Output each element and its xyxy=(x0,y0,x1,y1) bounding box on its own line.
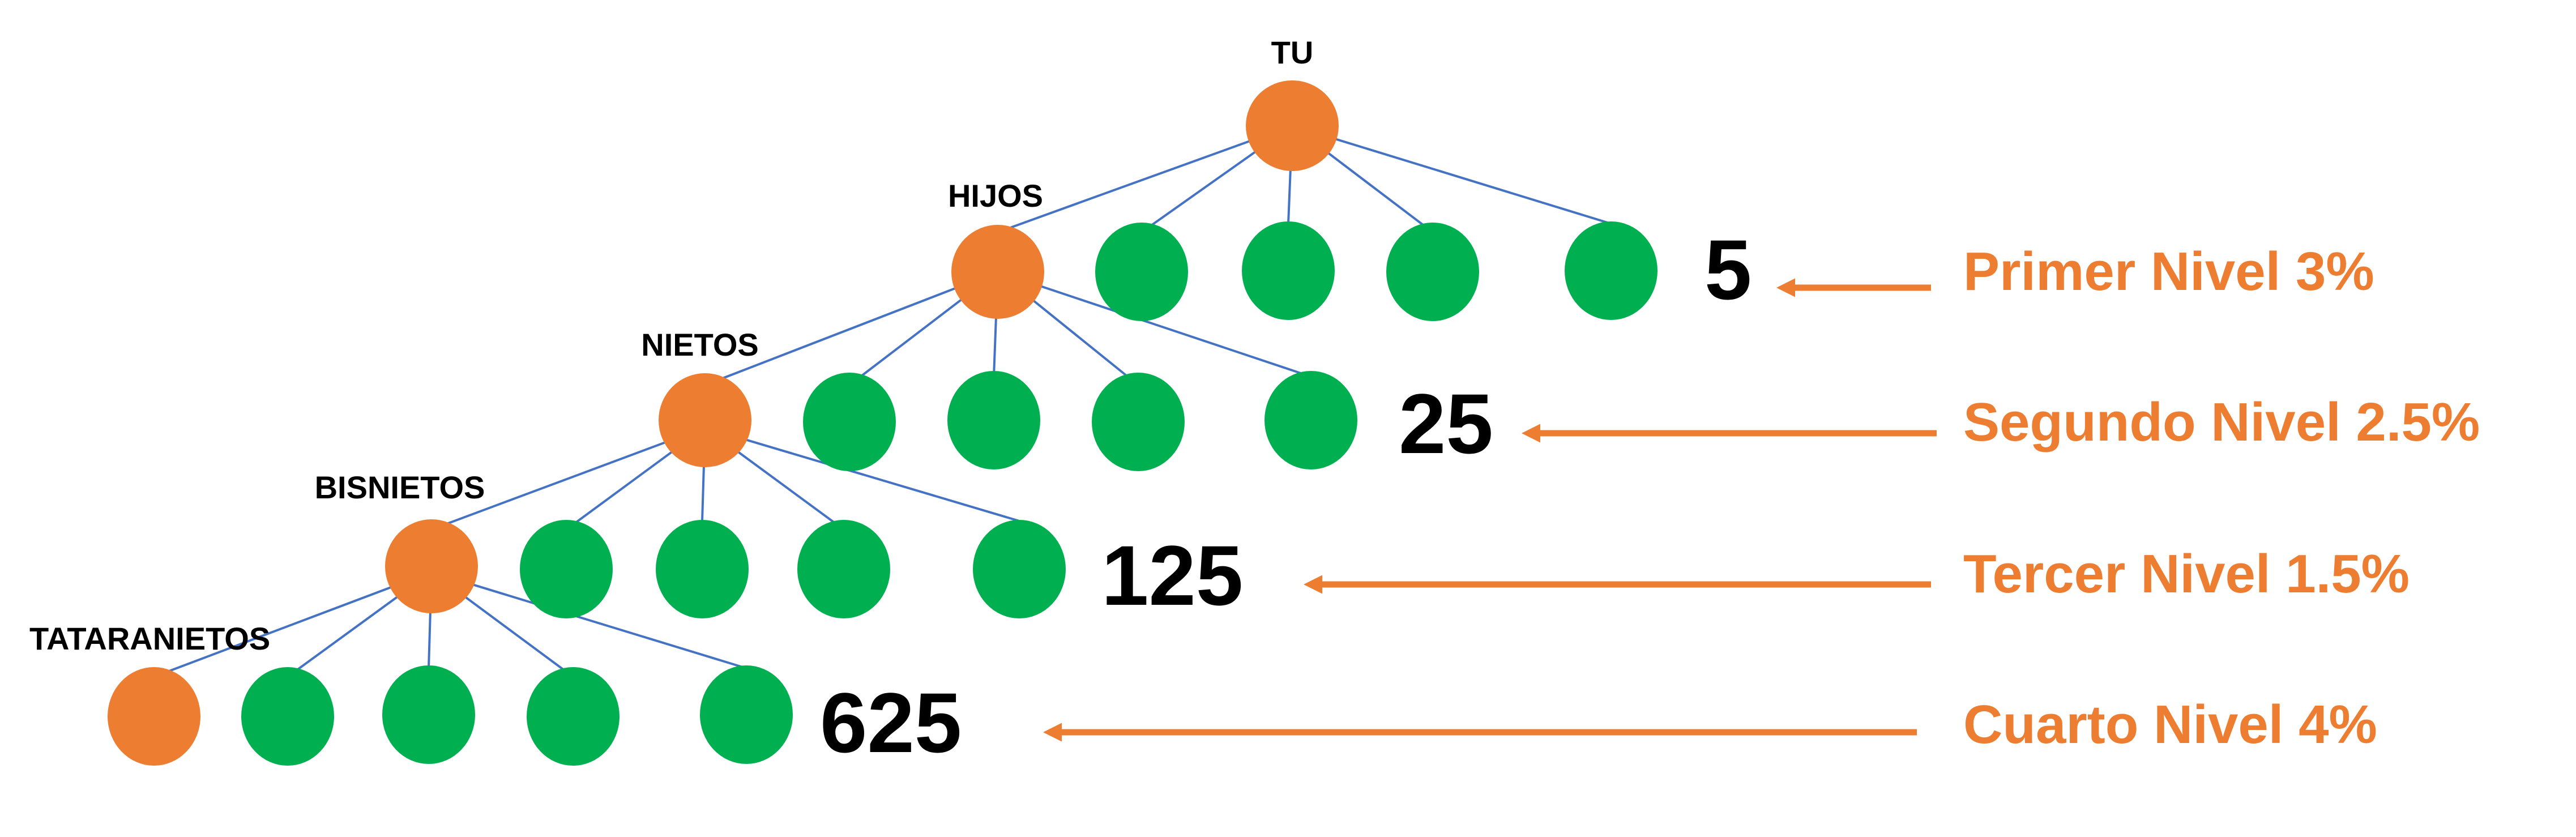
level1-node xyxy=(1095,223,1188,321)
level3-node xyxy=(973,520,1066,618)
root-node xyxy=(1246,80,1339,171)
count-level1: 5 xyxy=(1704,222,1751,317)
level4-first-node xyxy=(108,667,200,766)
level1-node xyxy=(1386,223,1479,321)
label-children: HIJOS xyxy=(948,178,1043,213)
level2-node xyxy=(1264,371,1357,469)
count-level3: 125 xyxy=(1101,528,1243,623)
level2-label: Segundo Nivel 2.5% xyxy=(1963,392,2480,452)
connector-line xyxy=(704,271,998,386)
level3-node xyxy=(656,520,749,618)
level1-node xyxy=(1242,221,1335,320)
count-level2: 25 xyxy=(1399,376,1493,471)
level4-node xyxy=(527,667,620,766)
level1-node xyxy=(1565,221,1657,320)
connector-line xyxy=(431,571,747,669)
level3-branch-node xyxy=(385,519,478,613)
level3-node xyxy=(797,520,890,618)
level3-label: Tercer Nivel 1.5% xyxy=(1963,544,2410,604)
level1-label: Primer Nivel 3% xyxy=(1963,241,2374,302)
connector-line xyxy=(1292,125,1612,225)
level3-node xyxy=(520,520,613,618)
tree-nodes xyxy=(108,80,1657,766)
connector-line xyxy=(431,426,706,531)
label-great-great-grandchildren: TATARANIETOS xyxy=(29,621,270,656)
connector-line xyxy=(997,125,1293,233)
level4-label: Cuarto Nivel 4% xyxy=(1963,694,2377,755)
label-you: TU xyxy=(1271,35,1314,70)
label-great-grandchildren: BISNIETOS xyxy=(315,469,485,505)
level1-branch-node xyxy=(951,225,1044,319)
level2-branch-node xyxy=(659,373,751,467)
connector-line xyxy=(704,426,1020,522)
arrows xyxy=(1043,278,1937,742)
connector-line xyxy=(997,271,1312,378)
count-level4: 625 xyxy=(820,675,962,770)
level4-node xyxy=(382,665,475,764)
level2-node xyxy=(947,371,1040,469)
level2-node xyxy=(1092,373,1185,471)
connector-line xyxy=(153,571,432,678)
label-grandchildren: NIETOS xyxy=(641,327,758,362)
level4-node xyxy=(241,667,334,766)
level2-node xyxy=(803,373,896,471)
level4-node xyxy=(700,665,793,764)
